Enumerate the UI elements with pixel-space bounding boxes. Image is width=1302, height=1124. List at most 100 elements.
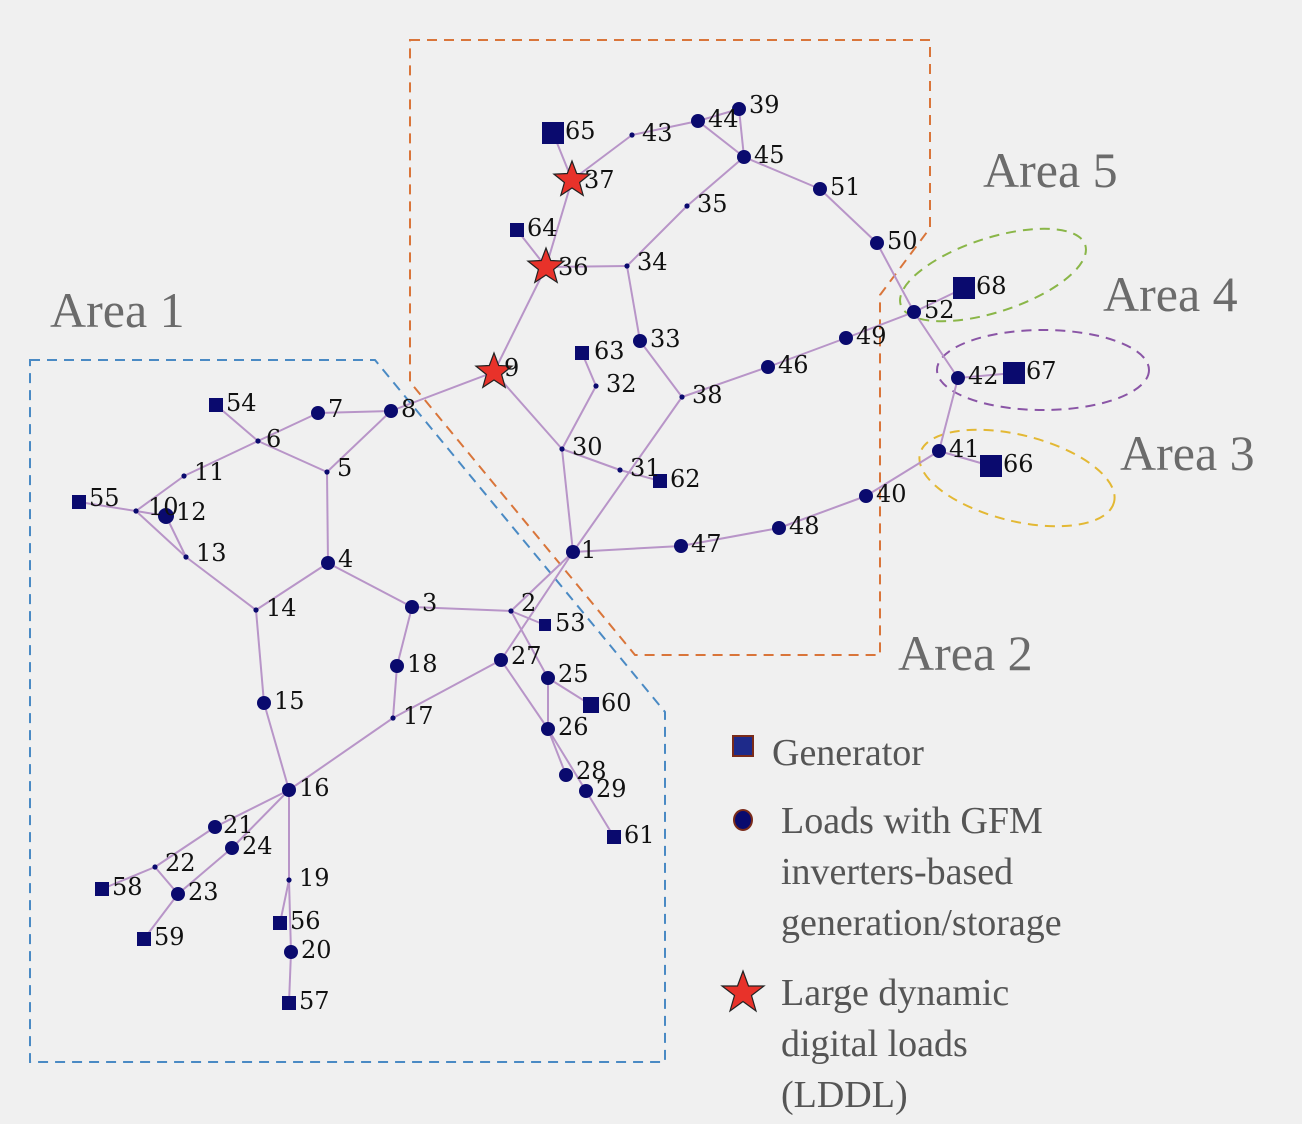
bus-label-42: 42 xyxy=(968,362,999,390)
line-52-42 xyxy=(913,311,959,379)
line-15-16 xyxy=(263,702,290,791)
bus-label-30: 30 xyxy=(572,433,603,461)
line-23-59 xyxy=(143,893,179,940)
generator-bus-66 xyxy=(980,455,1002,477)
line-29-61 xyxy=(585,790,615,838)
load-bus-8 xyxy=(384,404,398,418)
load-bus-42 xyxy=(951,371,965,385)
line-3-4 xyxy=(327,562,413,608)
line-3-18 xyxy=(396,606,413,667)
load-bus-15 xyxy=(257,696,271,710)
bus-6 xyxy=(255,438,261,444)
area-5-label: Area 5 xyxy=(983,142,1118,198)
load-bus-26 xyxy=(541,722,555,736)
bus-label-45: 45 xyxy=(754,141,785,169)
bus-label-68: 68 xyxy=(976,272,1007,300)
bus-label-62: 62 xyxy=(670,465,701,493)
line-26-29 xyxy=(547,728,587,792)
bus-30 xyxy=(559,446,565,452)
legend-lddl-line3: (LDDL) xyxy=(781,1074,908,1116)
transmission-lines xyxy=(78,108,1015,1004)
generator-bus-67 xyxy=(1003,362,1025,384)
line-7-8 xyxy=(317,410,392,414)
bus-13 xyxy=(183,554,189,560)
bus-14 xyxy=(253,607,259,613)
line-38-46 xyxy=(681,366,769,398)
load-bus-16 xyxy=(282,783,296,797)
generator-bus-61 xyxy=(607,830,621,844)
line-49-52 xyxy=(845,311,915,339)
load-bus-52 xyxy=(907,305,921,319)
generator-bus-64 xyxy=(510,223,524,237)
area-4-label: Area 4 xyxy=(1103,266,1238,322)
bus-label-36: 36 xyxy=(558,253,589,281)
load-bus-25 xyxy=(541,671,555,685)
load-bus-40 xyxy=(859,489,873,503)
bus-label-3: 3 xyxy=(422,589,437,617)
bus-label-44: 44 xyxy=(708,105,739,133)
line-16-21 xyxy=(214,789,290,828)
line-10-13 xyxy=(135,510,187,558)
bus-label-23: 23 xyxy=(188,878,219,906)
load-bus-29 xyxy=(579,784,593,798)
line-35-45 xyxy=(686,156,745,207)
generator-bus-60 xyxy=(583,697,599,713)
generator-bus-59 xyxy=(137,932,151,946)
load-bus-51 xyxy=(813,182,827,196)
bus-label-15: 15 xyxy=(274,687,305,715)
line-23-24 xyxy=(177,847,233,895)
load-bus-44 xyxy=(691,114,705,128)
bus-11 xyxy=(181,473,187,479)
bus-label-58: 58 xyxy=(112,873,143,901)
bus-label-2: 2 xyxy=(521,589,536,617)
bus-2 xyxy=(508,608,514,614)
bus-34 xyxy=(624,263,630,269)
bus-31 xyxy=(617,467,623,473)
line-20-57 xyxy=(288,951,292,1004)
lddl-bus-37 xyxy=(552,159,592,197)
bus-43 xyxy=(629,132,635,138)
generator-bus-54 xyxy=(209,398,223,412)
generator-bus-62 xyxy=(653,474,667,488)
bus-label-16: 16 xyxy=(299,774,330,802)
bus-label-4: 4 xyxy=(338,545,353,573)
line-50-52 xyxy=(876,242,915,313)
legend-lddl-line2: digital loads xyxy=(781,1023,968,1065)
line-51-50 xyxy=(819,188,878,244)
generator-bus-55 xyxy=(72,495,86,509)
bus-label-20: 20 xyxy=(301,936,332,964)
bus-label-18: 18 xyxy=(407,650,438,678)
legend-loads-line1: Loads with GFM xyxy=(781,800,1043,842)
lddl-bus-9 xyxy=(474,351,514,389)
bus-label-19: 19 xyxy=(299,864,330,892)
line-1-27 xyxy=(500,551,574,661)
generator-bus-65 xyxy=(542,122,564,144)
bus-label-6: 6 xyxy=(266,425,281,453)
bus-label-26: 26 xyxy=(558,713,589,741)
line-26-27 xyxy=(500,659,549,730)
load-bus-39 xyxy=(732,102,746,116)
area-2-label: Area 2 xyxy=(898,625,1033,681)
bus-label-1: 1 xyxy=(581,536,596,564)
generator-bus-63 xyxy=(575,346,589,360)
line-9-36 xyxy=(493,266,547,373)
load-bus-49 xyxy=(839,331,853,345)
line-48-47 xyxy=(680,527,780,547)
line-10-55 xyxy=(78,501,137,512)
bus-label-47: 47 xyxy=(691,530,722,558)
line-5-8 xyxy=(326,410,392,473)
load-bus-45 xyxy=(737,150,751,164)
bus-label-41: 41 xyxy=(949,435,980,463)
area-2-boundary xyxy=(409,39,931,656)
line-14-15 xyxy=(255,609,265,704)
bus-label-46: 46 xyxy=(778,351,809,379)
bus-label-48: 48 xyxy=(789,512,820,540)
load-legend-icon xyxy=(733,809,753,831)
generator-bus-58 xyxy=(95,882,109,896)
bus-35 xyxy=(684,203,690,209)
line-34-35 xyxy=(626,205,688,267)
legend-loads-line3: generation/storage xyxy=(781,902,1062,944)
load-bus-41 xyxy=(932,444,946,458)
line-30-32 xyxy=(561,385,597,450)
